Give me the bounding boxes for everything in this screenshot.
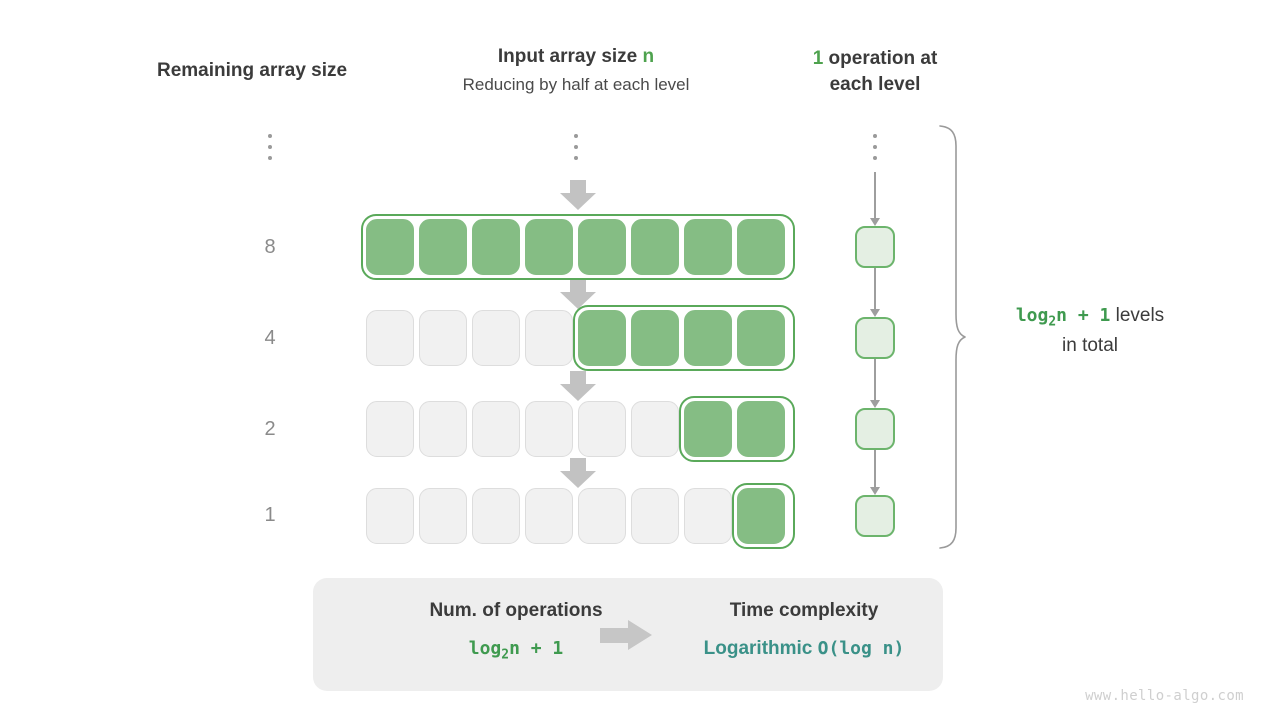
reduce-arrow-icon-1 [560, 180, 596, 210]
header-operations-line1: 1 operation at [760, 46, 990, 72]
array-cell [737, 310, 785, 366]
header-operations-line1-text: operation at [823, 48, 938, 69]
levels-formula-log: log [1015, 305, 1049, 326]
summary-operations-formula-rest: n + 1 [509, 638, 564, 659]
operations-column-vertical-ellipsis-icon [870, 134, 880, 160]
array-cell [631, 488, 679, 544]
array-cell [366, 401, 414, 457]
operation-link-arrow-icon-1 [868, 172, 882, 226]
levels-formula: log2n + 1 [1015, 305, 1111, 330]
array-cell [419, 488, 467, 544]
array-cell [631, 401, 679, 457]
reduce-arrow-icon-3 [560, 371, 596, 401]
levels-annotation: log2n + 1 levels in total [975, 302, 1205, 361]
array-cell [631, 310, 679, 366]
array-cell [366, 310, 414, 366]
levels-annotation-word: levels [1115, 305, 1165, 326]
summary-operations-formula-base: 2 [501, 647, 510, 663]
header-input-array-subtitle: Reducing by half at each level [462, 75, 690, 94]
summary-complexity-title: Time complexity [729, 600, 879, 621]
row-size-label-8: 8 [264, 236, 276, 258]
row-size-label-2: 2 [264, 418, 276, 440]
levels-formula-base: 2 [1048, 314, 1057, 330]
array-cell [419, 310, 467, 366]
array-row-1 [366, 488, 790, 544]
array-cell [419, 219, 467, 275]
summary-operations-formula: log2n + 1 [468, 638, 564, 663]
operation-box-level-1 [855, 226, 895, 268]
levels-annotation-line1: log2n + 1 levels [975, 302, 1205, 332]
array-cell [684, 219, 732, 275]
summary-operations-formula-log: log [468, 638, 502, 659]
summary-complexity-value: Logarithmic O(log n) [681, 638, 927, 660]
levels-annotation-line2: in total [1062, 335, 1118, 357]
levels-curly-brace-icon [934, 124, 968, 555]
summary-operations-column: Num. of operations log2n + 1 [341, 600, 691, 663]
array-cell [684, 488, 732, 544]
array-cell [578, 219, 626, 275]
header-input-array-title-text: Input array size [497, 46, 643, 67]
summary-complexity-notation: O(log n) [817, 638, 905, 659]
array-cell [366, 488, 414, 544]
watermark: www.hello-algo.com [1085, 688, 1244, 704]
array-cell [631, 219, 679, 275]
operation-link-arrow-icon-4 [868, 450, 882, 495]
header-input-array-title: Input array size n [378, 46, 774, 68]
row-size-label-1: 1 [264, 504, 276, 526]
array-cell [737, 219, 785, 275]
reduce-arrow-icon-4 [560, 458, 596, 488]
array-cell [578, 310, 626, 366]
header-input-array: Input array size n Reducing by half at e… [378, 46, 774, 95]
header-operations-line2: each level [829, 74, 921, 96]
array-row-8 [366, 219, 790, 275]
array-cell [419, 401, 467, 457]
array-cell [578, 488, 626, 544]
array-cell [525, 488, 573, 544]
reduce-arrow-icon-2 [560, 279, 596, 309]
operation-link-arrow-icon-2 [868, 268, 882, 317]
levels-formula-rest: n + 1 [1056, 305, 1111, 326]
array-cell [684, 310, 732, 366]
summary-operations-title: Num. of operations [429, 600, 603, 621]
array-cell [525, 401, 573, 457]
array-cell [578, 401, 626, 457]
summary-operations-value: log2n + 1 [341, 638, 691, 663]
header-operations-count: 1 [812, 48, 824, 69]
header-operations: 1 operation at each level [760, 46, 990, 98]
array-row-4 [366, 310, 790, 366]
array-cell [472, 488, 520, 544]
array-cell [737, 488, 785, 544]
summary-complexity-word: Logarithmic [703, 638, 813, 659]
summary-panel: Num. of operations log2n + 1 Time comple… [313, 578, 943, 691]
operation-box-level-4 [855, 495, 895, 537]
array-cell [737, 401, 785, 457]
array-cell [525, 219, 573, 275]
array-cell [684, 401, 732, 457]
summary-complexity-column: Time complexity Logarithmic O(log n) [681, 600, 927, 660]
array-cell [472, 219, 520, 275]
array-cell [472, 401, 520, 457]
operation-box-level-3 [855, 408, 895, 450]
left-column-vertical-ellipsis-icon [265, 134, 275, 160]
header-input-array-symbol: n [642, 46, 655, 67]
array-cell [366, 219, 414, 275]
summary-right-arrow-icon [600, 620, 652, 650]
operation-box-level-2 [855, 317, 895, 359]
header-remaining-array-size: Remaining array size [157, 60, 348, 81]
array-row-2 [366, 401, 790, 457]
center-column-vertical-ellipsis-icon [571, 134, 581, 160]
array-cell [525, 310, 573, 366]
array-cell [472, 310, 520, 366]
operation-link-arrow-icon-3 [868, 359, 882, 408]
row-size-label-4: 4 [264, 327, 276, 349]
